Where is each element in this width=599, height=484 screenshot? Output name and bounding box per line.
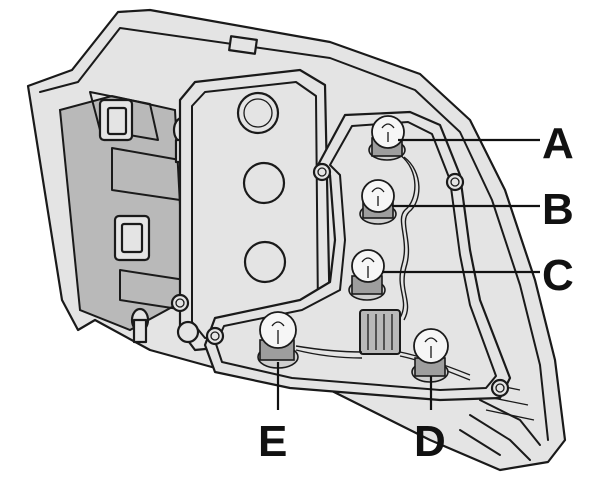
bulb-e [257,311,299,369]
bulb-a [368,115,406,161]
label-a: A [542,119,574,168]
label-c: C [542,251,574,300]
bulb-b [359,179,397,225]
bulb-c [348,249,386,301]
label-e: E [258,417,287,466]
label-b: B [542,185,574,234]
bulb-d [411,328,449,383]
label-d: D [414,417,446,466]
leader-lines [276,138,540,410]
left-mount-area [58,91,192,344]
